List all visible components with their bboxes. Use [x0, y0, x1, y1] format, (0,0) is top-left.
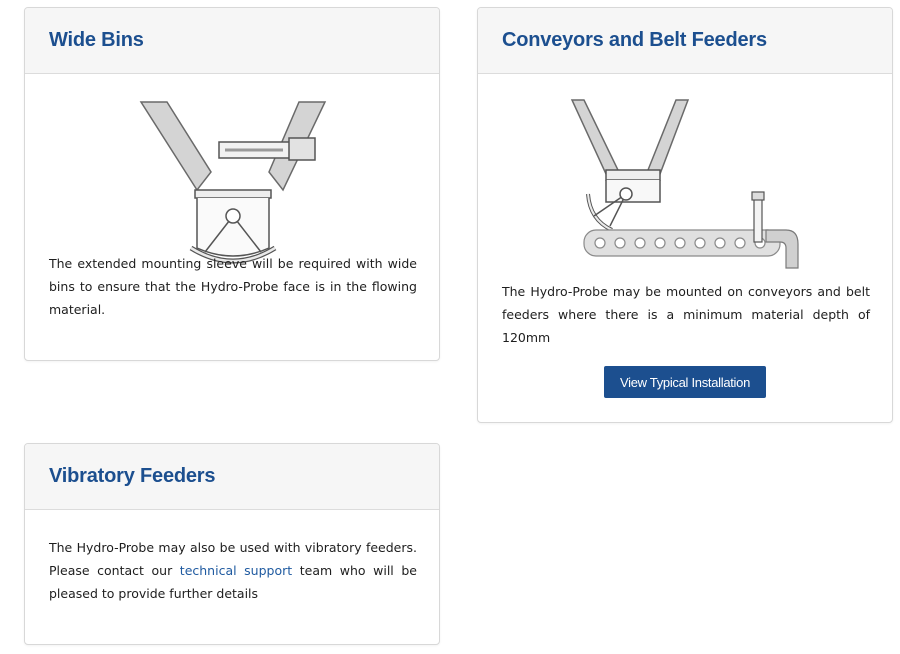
vibratory-feeders-header: Vibratory Feeders [25, 444, 439, 510]
conveyors-title: Conveyors and Belt Feeders [502, 29, 767, 51]
vibratory-text-after: team who will be pleased to provide furt… [49, 563, 417, 601]
wide-bins-header: Wide Bins [25, 8, 439, 74]
wide-bins-title: Wide Bins [49, 29, 144, 51]
wide-bins-card: Wide Bins The extended mounting sleeve w… [24, 7, 440, 361]
vibratory-feeders-title: Vibratory Feeders [49, 465, 216, 487]
vibratory-feeders-description: The Hydro-Probe may also be used with vi… [49, 536, 417, 605]
wide-bin-illustration [139, 101, 327, 264]
technical-support-link[interactable]: technical support [179, 563, 293, 578]
wide-bins-description: The extended mounting sleeve will be req… [49, 256, 417, 317]
conveyor-illustration [570, 99, 799, 269]
view-typical-installation-button[interactable]: View Typical Installation [604, 366, 766, 398]
vibratory-text-before: The Hydro-Probe may also be used with vi… [49, 540, 417, 578]
conveyors-header: Conveyors and Belt Feeders [478, 8, 892, 74]
vibratory-feeders-card: Vibratory Feeders The Hydro-Probe may al… [24, 443, 440, 645]
conveyors-card: Conveyors and Belt Feeders [477, 7, 893, 423]
conveyors-description: The Hydro-Probe may be mounted on convey… [502, 284, 870, 345]
